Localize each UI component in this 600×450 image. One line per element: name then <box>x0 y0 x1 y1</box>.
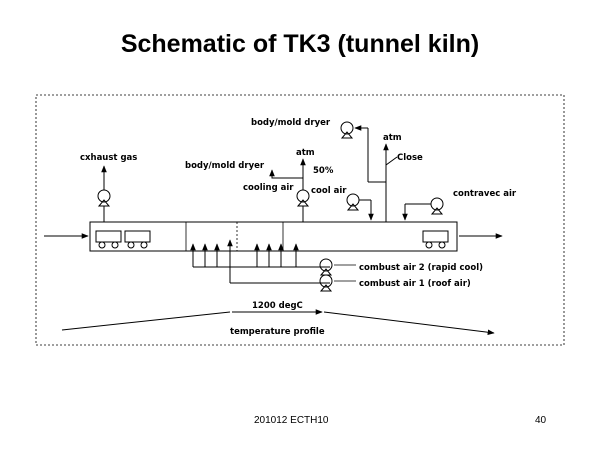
profile-ramp-down <box>323 311 495 336</box>
contravec-air-label: contravec air <box>453 189 517 199</box>
atm-right-label: atm <box>383 133 402 143</box>
page-number: 40 <box>535 415 547 426</box>
dryer-fan-icon <box>340 121 354 139</box>
cool-air-label: cool air <box>311 186 347 196</box>
slide-title: Schematic of TK3 (tunnel kiln) <box>120 30 480 58</box>
dryer-top-label: body/mold dryer <box>251 118 331 128</box>
kiln-car <box>95 230 122 249</box>
rapid-cool-arrow <box>257 243 272 268</box>
contravec-fan-icon <box>430 197 444 215</box>
combust-air-2-label: combust air 2 (rapid cool) <box>359 263 483 273</box>
diagram-frame <box>35 94 565 346</box>
close-label: Close <box>397 153 423 163</box>
cool-air-fan-icon <box>346 193 360 211</box>
kiln-body <box>89 221 458 252</box>
combust-air-1-label: combust air 1 (roof air) <box>359 279 471 289</box>
dryer-mid-arrow <box>269 169 303 179</box>
exhaust-gas-label: cxhaust gas <box>80 153 137 163</box>
close-pointer <box>385 156 398 166</box>
cooling-air-label: cooling air <box>243 183 294 193</box>
cooling-fan-icon <box>296 189 310 207</box>
peak-temp-label: 1200 degC <box>252 301 303 311</box>
kiln-car <box>422 230 449 249</box>
temperature-profile-label: temperature profile <box>230 327 325 337</box>
atm-mid-label: atm <box>296 148 315 158</box>
percent-label: 50% <box>313 166 334 176</box>
footer-course-code: 201012 ECTH10 <box>254 415 329 426</box>
combust-air-1-fan-icon <box>319 274 333 292</box>
dryer-mid-label: body/mold dryer <box>185 161 265 171</box>
exhaust-fan-icon <box>97 189 111 207</box>
profile-ramp-up <box>61 311 231 331</box>
kiln-car <box>124 230 151 249</box>
